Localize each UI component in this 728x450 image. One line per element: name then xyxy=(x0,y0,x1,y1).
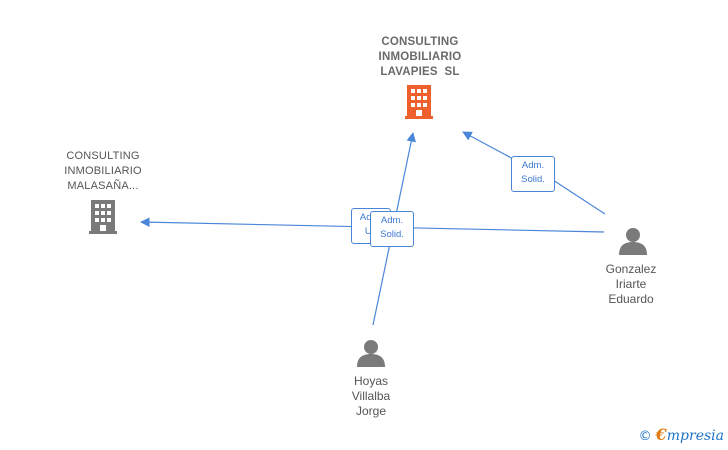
company-name-line: INMOBILIARIO xyxy=(378,51,462,63)
person-name-line: Gonzalez xyxy=(605,262,657,276)
edge-label-line: Solid. xyxy=(521,174,545,185)
person-name-line: Jorge xyxy=(355,404,387,418)
edge-label-line: Solid. xyxy=(380,229,404,240)
person-name-gonzalez[interactable]: Gonzalez Iriarte Eduardo xyxy=(591,262,671,307)
person-name-hoyas[interactable]: Hoyas Villalba Jorge xyxy=(331,374,411,419)
company-name-line: CONSULTING xyxy=(381,36,459,48)
brand-e-glyph: € xyxy=(655,425,667,444)
person-name-line: Villalba xyxy=(351,389,391,403)
person-name-line: Eduardo xyxy=(608,292,654,306)
person-icon-gonzalez[interactable] xyxy=(619,228,647,255)
edge-label-gonzalez-lavapies[interactable]: Adm. Solid. xyxy=(511,156,555,192)
edge-gonzalez-lavapies[interactable] xyxy=(462,131,606,215)
company-name-line: LAVAPIES SL xyxy=(380,66,460,78)
person-name-line: Iriarte xyxy=(615,277,647,291)
empresia-logo[interactable]: ©€mpresia xyxy=(639,425,724,444)
company-name-line: MALASAÑA... xyxy=(67,180,139,192)
copyright-icon: © xyxy=(638,429,652,444)
building-icon-lavapies[interactable] xyxy=(405,85,433,119)
edge-label-line: Adm. xyxy=(521,160,545,171)
building-icon-malasana[interactable] xyxy=(89,200,117,234)
company-name-line: CONSULTING xyxy=(66,150,140,162)
edge-label-hoyas-lavapies[interactable]: Adm. Solid. xyxy=(370,211,414,247)
edge-label-line: Adm. xyxy=(380,215,404,226)
company-name-lavapies[interactable]: CONSULTING INMOBILIARIO LAVAPIES SL xyxy=(360,35,480,80)
brand-name: mpresia xyxy=(666,428,724,444)
company-name-malasana[interactable]: CONSULTING INMOBILIARIO MALASAÑA... xyxy=(48,149,158,194)
person-icon-hoyas[interactable] xyxy=(357,340,385,367)
company-name-line: INMOBILIARIO xyxy=(64,165,142,177)
person-name-line: Hoyas xyxy=(353,374,388,388)
